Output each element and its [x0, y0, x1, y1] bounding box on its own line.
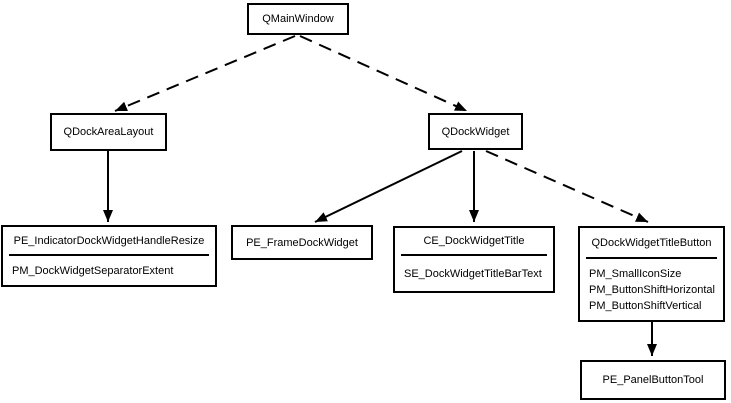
- node-panel-button-tool: PE_PanelButtonTool: [580, 360, 726, 400]
- node-dock-widget-title: CE_DockWidgetTitle SE_DockWidgetTitleBar…: [393, 226, 555, 293]
- edge-qmainwindow-to-qdockarealayout: [114, 35, 296, 112]
- node-qmainwindow-label: QMainWindow: [262, 13, 334, 25]
- node-qdockwidget-label: QDockWidget: [441, 125, 510, 138]
- node-frame-dock-widget-label: PE_FrameDockWidget: [246, 236, 358, 249]
- node-dock-handle-resize-title: PE_IndicatorDockWidgetHandleResize: [13, 234, 205, 247]
- node-dock-widget-title-attrs: SE_DockWidgetTitleBarText: [395, 256, 553, 291]
- node-qdockarealayout-label: QDockAreaLayout: [63, 126, 154, 138]
- compartment-divider: [401, 254, 547, 256]
- node-panel-button-tool-label: PE_PanelButtonTool: [602, 374, 704, 386]
- node-qmainwindow: QMainWindow: [247, 3, 349, 35]
- node-dock-handle-resize-attrs: PM_DockWidgetSeparatorExtent: [3, 256, 215, 285]
- edge-qdockwidget-to-titlebutton: [485, 150, 649, 223]
- attr-pm-buttonshifthorizontal: PM_ButtonShiftHorizontal: [589, 283, 715, 296]
- node-dock-widget-title-button-attrs: PM_SmallIconSize PM_ButtonShiftHorizonta…: [580, 259, 723, 320]
- node-qdockwidget: QDockWidget: [428, 113, 523, 150]
- node-dock-widget-title-title: CE_DockWidgetTitle: [423, 235, 525, 247]
- node-dock-widget-title-button-title: QDockWidgetTitleButton: [591, 236, 712, 249]
- node-qdockarealayout: QDockAreaLayout: [50, 113, 167, 151]
- attr-pm-dockwidgetseparatorextent: PM_DockWidgetSeparatorExtent: [12, 264, 174, 277]
- compartment-divider: [586, 257, 717, 259]
- attr-pm-smalliconsize: PM_SmallIconSize: [589, 267, 682, 280]
- node-dock-widget-title-button: QDockWidgetTitleButton PM_SmallIconSize …: [578, 226, 725, 322]
- node-dock-handle-resize: PE_IndicatorDockWidgetHandleResize PM_Do…: [1, 225, 217, 287]
- edge-qdockwidget-to-framedockwidget: [314, 150, 463, 223]
- node-frame-dock-widget: PE_FrameDockWidget: [231, 225, 373, 260]
- edge-qmainwindow-to-qdockwidget: [299, 35, 468, 112]
- attr-se-dockwidgettitlebartext: SE_DockWidgetTitleBarText: [404, 267, 542, 280]
- attr-pm-buttonshiftvertical: PM_ButtonShiftVertical: [589, 299, 702, 312]
- compartment-divider: [9, 254, 209, 256]
